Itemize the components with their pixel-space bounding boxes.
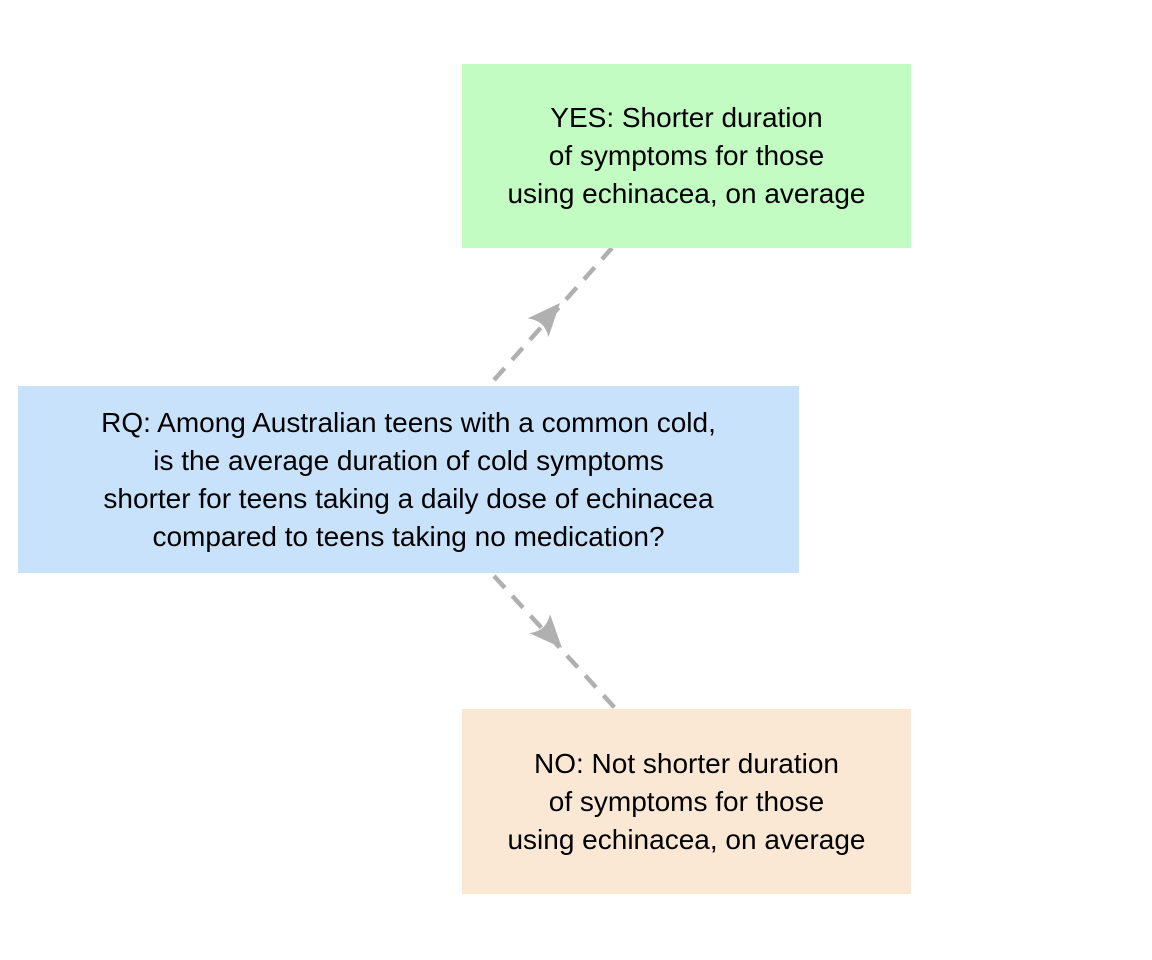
node-no-outcome-label: NO: Not shorter duration of symptoms for… xyxy=(507,747,866,855)
arrowhead-down-icon xyxy=(529,614,562,648)
node-yes-outcome-label: YES: Shorter duration of symptoms for th… xyxy=(507,102,866,209)
node-yes-outcome: YES: Shorter duration of symptoms for th… xyxy=(462,64,911,248)
arrow-rq-to-no xyxy=(492,574,617,710)
node-no-outcome: NO: Not shorter duration of symptoms for… xyxy=(462,709,911,894)
arrow-rq-to-yes xyxy=(492,246,614,382)
arrow-rq-to-no-line xyxy=(492,574,617,710)
arrowhead-up-icon xyxy=(527,303,560,337)
arrow-rq-to-yes-line xyxy=(492,246,614,382)
node-research-question-label: RQ: Among Australian teens with a common… xyxy=(101,406,716,552)
node-research-question: RQ: Among Australian teens with a common… xyxy=(18,386,799,573)
